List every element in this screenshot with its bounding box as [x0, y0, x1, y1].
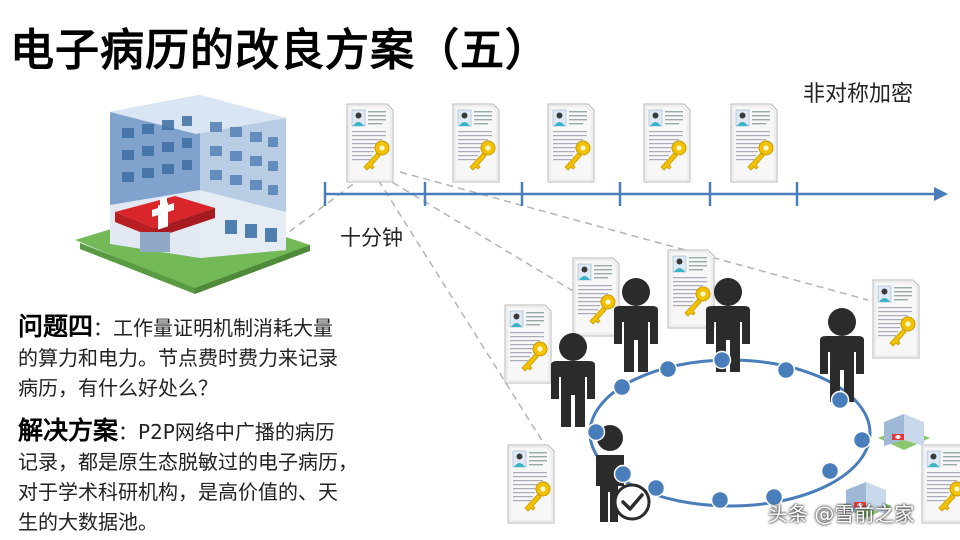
person-icon: [551, 333, 595, 427]
solution-line: 对于学术科研机构，是高价值的、天: [18, 480, 338, 504]
network-node-dots: [586, 350, 872, 510]
medical-record-icon: [547, 103, 595, 183]
solution-line: 生的大数据池。: [18, 510, 158, 534]
page-title: 电子病历的改良方案（五）: [10, 25, 550, 76]
medical-record-icon: [504, 304, 552, 384]
solution-line: ：P2P网络中广播的病历: [118, 420, 335, 444]
problem-block: 问题四：工作量证明机制消耗大量 的算力和电力。节点费时费力来记录 病历，有什么好…: [18, 312, 338, 403]
problem-line: 病历，有什么好处么？: [18, 376, 218, 400]
hospital-icon: [75, 95, 310, 294]
timeline-records: [346, 103, 778, 183]
medical-record-icon: [872, 279, 920, 359]
solution-block: 解决方案：P2P网络中广播的病历 记录，都是原生态脱敏过的电子病历， 对于学术科…: [18, 416, 358, 537]
problem-line: 的算力和电力。节点费时费力来记录: [18, 346, 338, 370]
timeline-arrow: [323, 182, 948, 206]
medical-record-icon: [921, 444, 960, 524]
medical-record-icon: [346, 103, 394, 183]
hospital-icon: [878, 414, 930, 450]
check-icon: [613, 483, 651, 521]
medical-record-icon: [452, 103, 500, 183]
solution-line: 记录，都是原生态脱敏过的电子病历，: [18, 450, 358, 474]
medical-record-icon: [643, 103, 691, 183]
problem-heading: 问题四: [18, 312, 94, 341]
solution-heading: 解决方案: [18, 416, 119, 445]
watermark: 头条 @雪前之家: [768, 502, 915, 526]
medical-record-icon: [730, 103, 778, 183]
medical-record-icon: [572, 257, 620, 337]
person-icon: [614, 278, 658, 372]
problem-line: ：工作量证明机制消耗大量: [93, 316, 334, 340]
interval-label: 十分钟: [340, 226, 403, 250]
medical-record-icon: [507, 444, 555, 524]
asymmetric-encryption-label: 非对称加密: [803, 82, 914, 107]
